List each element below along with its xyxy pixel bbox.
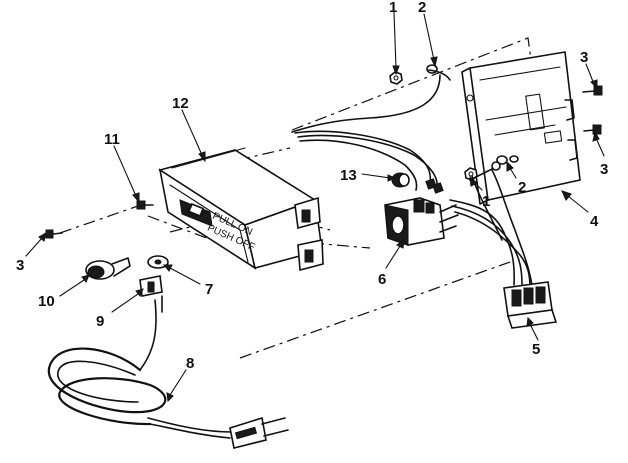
callout-9: 9 xyxy=(96,313,104,330)
callout-1-mid: 1 xyxy=(482,193,490,210)
callout-6: 6 xyxy=(378,271,386,288)
callout-13: 13 xyxy=(340,167,357,184)
lockwasher-top xyxy=(426,64,451,81)
ring-terminal xyxy=(469,161,501,181)
callout-3-mid-right: 3 xyxy=(600,161,608,178)
callout-3-left: 3 xyxy=(16,257,24,274)
bushing xyxy=(391,172,410,188)
knob xyxy=(85,257,131,280)
callout-3-top-right: 3 xyxy=(580,49,588,66)
screw-top-right xyxy=(582,85,603,96)
callout-8: 8 xyxy=(186,355,194,372)
callout-7: 7 xyxy=(205,281,213,298)
screw-mid-right xyxy=(583,124,602,135)
callout-10: 10 xyxy=(38,293,55,310)
wire-bundle xyxy=(294,130,444,194)
lockwasher-mid xyxy=(496,155,519,165)
wires-to-plug xyxy=(449,169,533,289)
callout-arrows xyxy=(25,11,605,403)
control-box xyxy=(158,147,324,272)
ground-wire-top xyxy=(291,74,441,133)
screw-left xyxy=(45,229,63,239)
switch xyxy=(384,197,459,246)
connector-plug xyxy=(503,281,558,329)
callout-labels: 1 2 3 3 2 1 4 12 11 13 6 3 10 7 9 5 8 xyxy=(16,0,608,372)
callout-1-top: 1 xyxy=(389,0,397,16)
screw-11 xyxy=(136,200,154,210)
washer xyxy=(147,255,169,269)
callout-5: 5 xyxy=(532,341,540,358)
callout-2-top: 2 xyxy=(418,0,426,16)
strain-relief xyxy=(139,275,163,297)
callout-4: 4 xyxy=(590,213,599,230)
nut-top xyxy=(389,71,403,85)
callout-2-mid: 2 xyxy=(518,179,526,196)
callout-12: 12 xyxy=(172,95,189,112)
power-cord xyxy=(47,295,289,449)
callout-11: 11 xyxy=(104,131,120,148)
